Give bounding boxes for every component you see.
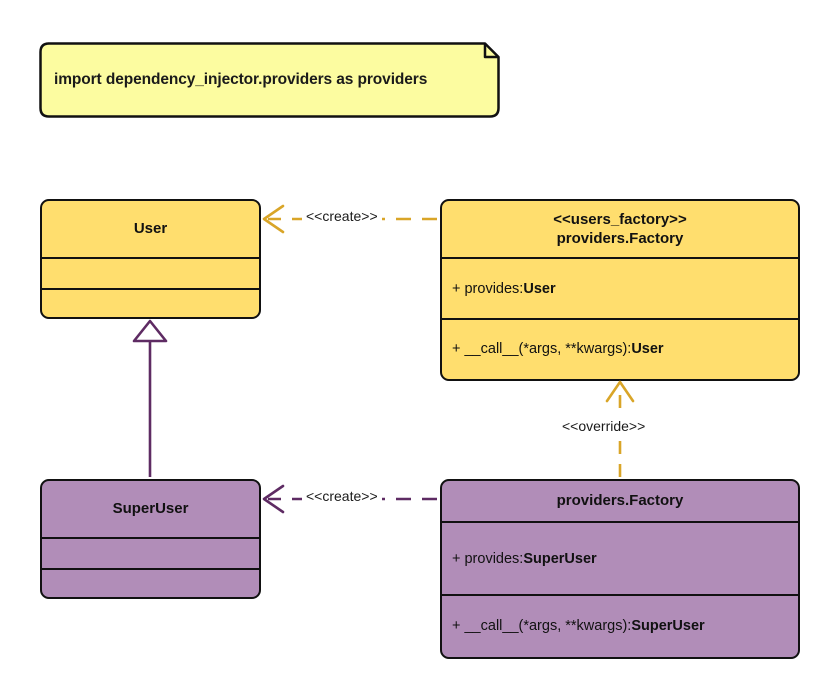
class-header-users-factory: <<users_factory>> providers.Factory	[442, 201, 798, 259]
method-prefix: + __call__(*args, **kwargs):	[452, 341, 632, 357]
class-box-user[interactable]: User	[40, 199, 261, 319]
stereotype-users-factory: <<users_factory>>	[553, 210, 687, 228]
attribute-prefix: + provides:	[452, 280, 524, 297]
method-return-type: User	[631, 341, 664, 357]
note-shape	[39, 42, 500, 118]
class-name-user: User	[42, 201, 259, 259]
edge-label-override: <<override>>	[558, 418, 650, 434]
edge-generalization-triangle	[132, 319, 168, 343]
class-attribute-superuser-factory-provides: + provides: SuperUser	[442, 523, 798, 594]
class-name-superuser-factory: providers.Factory	[442, 481, 798, 523]
edge-override-arrowhead	[605, 380, 635, 403]
edge-create-superuser-arrowhead	[262, 484, 285, 514]
class-box-superuser-factory[interactable]: providers.Factory + provides: SuperUser …	[440, 479, 800, 659]
import-note: import dependency_injector.providers as …	[38, 41, 501, 119]
class-box-users-factory[interactable]: <<users_factory>> providers.Factory + pr…	[440, 199, 800, 381]
method-prefix: + __call__(*args, **kwargs):	[452, 618, 632, 634]
attribute-type: User	[523, 280, 556, 297]
class-attributes-superuser	[42, 539, 259, 568]
class-method-users-factory-call: + __call__(*args, **kwargs): User	[442, 318, 798, 378]
class-methods-user	[42, 288, 259, 316]
class-methods-superuser	[42, 568, 259, 596]
class-name-superuser: SuperUser	[42, 481, 259, 539]
class-attribute-users-factory-provides: + provides: User	[442, 259, 798, 318]
edge-label-create-superuser: <<create>>	[302, 488, 382, 504]
note-text: import dependency_injector.providers as …	[54, 71, 428, 88]
class-method-superuser-factory-call: + __call__(*args, **kwargs): SuperUser	[442, 594, 798, 656]
attribute-type: SuperUser	[523, 550, 597, 567]
attribute-prefix: + provides:	[452, 550, 524, 567]
class-box-superuser[interactable]: SuperUser	[40, 479, 261, 599]
class-name-users-factory: providers.Factory	[556, 230, 684, 247]
edge-label-create-user: <<create>>	[302, 208, 382, 224]
method-return-type: SuperUser	[631, 618, 705, 634]
edge-create-user-arrowhead	[262, 204, 285, 234]
edge-generalization	[132, 319, 168, 477]
class-attributes-user	[42, 259, 259, 288]
